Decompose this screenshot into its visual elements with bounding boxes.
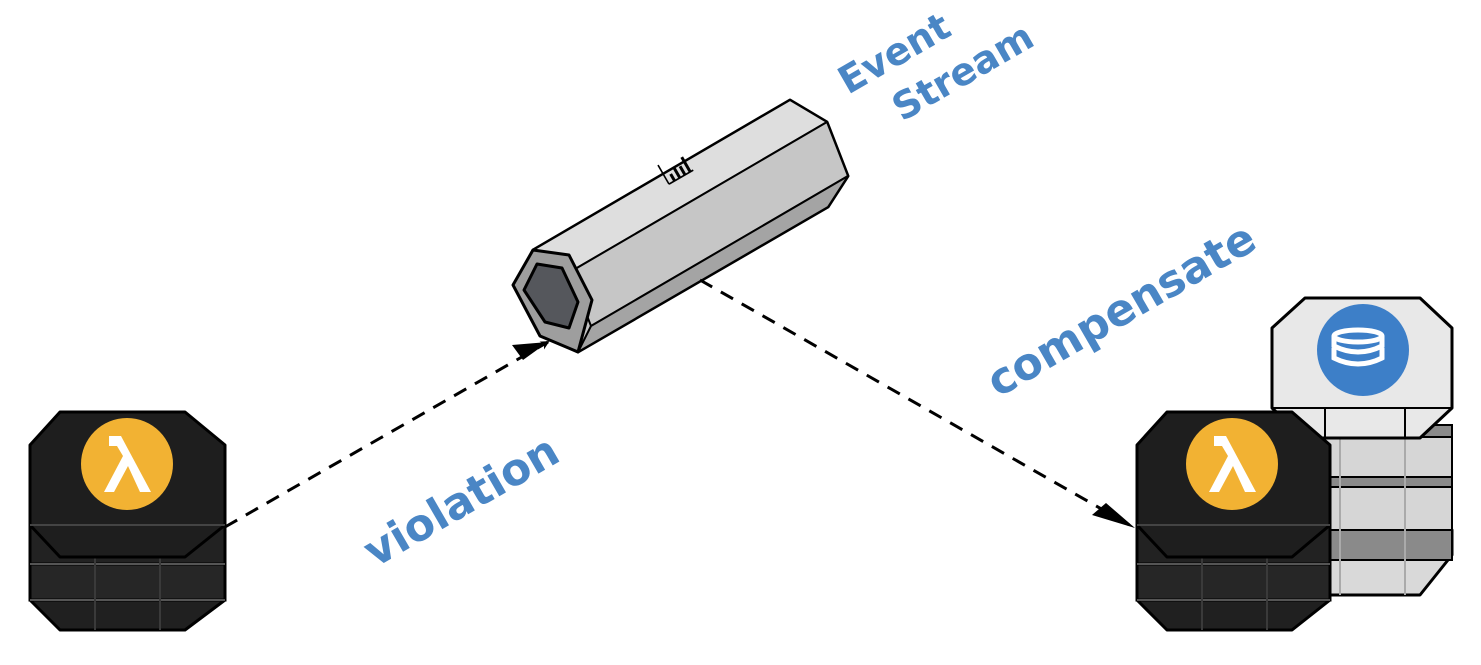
lambda-icon <box>81 418 173 510</box>
lambda-target-stack <box>1135 410 1332 632</box>
lambda-source-stack <box>28 410 227 632</box>
violation-label: violation <box>355 425 568 577</box>
compensate-label: compensate <box>978 213 1265 408</box>
violation-arrowhead <box>512 342 548 360</box>
compensate-arrowhead <box>1092 503 1135 528</box>
database-icon <box>1317 304 1409 396</box>
lambda-icon <box>1186 418 1278 510</box>
event-stream-tube <box>511 98 850 354</box>
compensate-arrow <box>699 278 1134 529</box>
bar-chart-icon <box>657 156 694 185</box>
